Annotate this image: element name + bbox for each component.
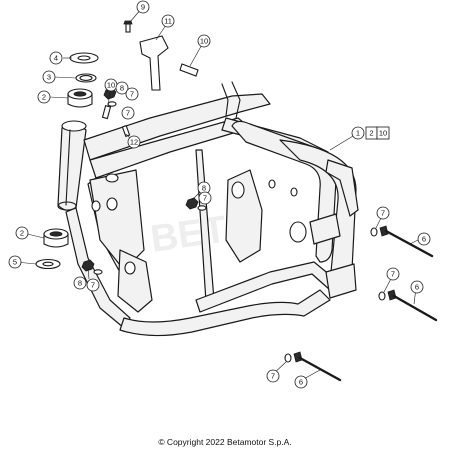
svg-text:7: 7 <box>203 194 207 203</box>
callout-4: 4 <box>49 51 63 65</box>
left-side-plate <box>89 169 145 271</box>
svg-text:6: 6 <box>422 235 426 244</box>
callout-6-bottom: 6 <box>294 375 308 389</box>
svg-text:11: 11 <box>164 17 172 26</box>
callout-7-bottom: 7 <box>266 369 280 383</box>
small-screw-9 <box>123 20 133 33</box>
mount-boss-a <box>231 181 245 199</box>
left-lower-plate <box>117 249 153 313</box>
seal-ring-3 <box>75 73 97 83</box>
engine-mount-bracket-right <box>309 213 341 245</box>
bolt-6-r3 <box>293 351 342 382</box>
svg-text:5: 5 <box>13 258 17 267</box>
bottom-cradle <box>119 289 331 337</box>
svg-text:12: 12 <box>130 138 138 147</box>
washer-7-r1 <box>370 227 378 237</box>
right-gusset <box>325 159 359 217</box>
callout-8-low: 8 <box>73 276 87 290</box>
svg-text:4: 4 <box>54 54 58 63</box>
callout-8-top: 8 <box>115 81 129 95</box>
svg-text:3: 3 <box>47 73 51 82</box>
svg-text:2: 2 <box>42 93 46 102</box>
callout-5: 5 <box>8 255 22 269</box>
spacer-sleeve-10-upper <box>179 63 199 77</box>
svg-text:7: 7 <box>126 109 130 118</box>
callout-7-top-a: 7 <box>125 87 139 101</box>
svg-text:8: 8 <box>78 279 82 288</box>
svg-text:8: 8 <box>120 84 124 93</box>
washer-7-r3 <box>284 353 292 363</box>
svg-text:10: 10 <box>107 81 115 90</box>
engine-mount-bracket-lower <box>325 263 357 299</box>
callout-2-bottom: 2 <box>15 226 29 240</box>
dust-seal-4 <box>69 52 99 64</box>
bolt-6-r2 <box>387 289 438 322</box>
washer-7-top <box>107 101 117 107</box>
bracket-part-11 <box>139 35 169 91</box>
callout-9: 9 <box>136 0 150 14</box>
bushing-10-left <box>101 105 112 120</box>
callout-10-top: 10 <box>197 34 211 48</box>
svg-text:7: 7 <box>381 209 385 218</box>
svg-text:10: 10 <box>200 37 208 46</box>
washer-7-r2 <box>378 291 386 301</box>
motorcycle-frame <box>57 81 359 337</box>
callout-11: 11 <box>161 14 175 28</box>
swingarm-pivot-plate <box>225 169 263 263</box>
svg-text:2: 2 <box>20 229 24 238</box>
callout-3: 3 <box>42 70 56 84</box>
upper-bearing-2 <box>67 88 93 108</box>
callout-6-right-2: 6 <box>410 280 424 294</box>
svg-text:10: 10 <box>379 129 387 138</box>
svg-text:7: 7 <box>391 270 395 279</box>
mount-boss-e <box>105 173 119 183</box>
bolt-6-r1 <box>379 225 434 258</box>
callout-7-top-b: 7 <box>121 106 135 120</box>
svg-text:7: 7 <box>130 90 134 99</box>
svg-text:8: 8 <box>202 184 206 193</box>
mount-boss-d <box>124 261 136 275</box>
svg-text:7: 7 <box>271 372 275 381</box>
svg-text:1: 1 <box>356 129 360 138</box>
callout-1: 1 <box>351 126 365 140</box>
svg-text:2: 2 <box>369 129 373 138</box>
washer-7-mid <box>197 205 207 211</box>
mount-boss-g <box>268 179 276 189</box>
callout-6-right-1: 6 <box>417 232 431 246</box>
callout-7-right-1: 7 <box>376 206 390 220</box>
svg-text:6: 6 <box>415 283 419 292</box>
callout-7-right-2: 7 <box>386 267 400 281</box>
svg-text:6: 6 <box>299 378 303 387</box>
washer-7-low <box>93 269 103 275</box>
dust-seal-5 <box>35 258 61 270</box>
mount-boss-h <box>290 187 298 197</box>
callout-7-low: 7 <box>86 278 100 292</box>
nut-8-low <box>81 259 95 272</box>
copyright-text: © Copyright 2022 Betamotor S.p.A. <box>158 437 292 447</box>
mount-boss-b <box>289 221 307 243</box>
svg-text:9: 9 <box>141 3 145 12</box>
lower-bearing-2 <box>43 228 69 248</box>
callout-12: 12 <box>127 135 141 149</box>
mount-boss-c <box>106 197 118 211</box>
steering-head-tube <box>57 120 87 211</box>
reference-box: 2 10 <box>365 126 390 140</box>
mount-boss-f <box>91 200 101 212</box>
callout-7-mid: 7 <box>198 191 212 205</box>
callout-2-top: 2 <box>37 90 51 104</box>
callout-10-left: 10 <box>104 78 118 92</box>
svg-text:7: 7 <box>91 281 95 290</box>
